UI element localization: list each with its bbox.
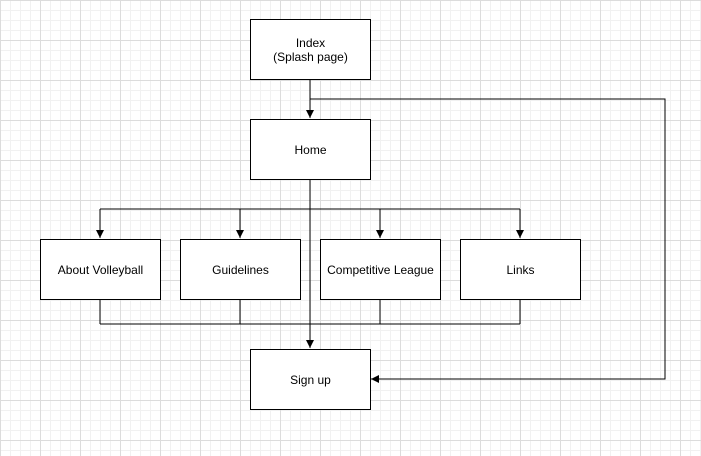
node-sign-up-label: Sign up [290,372,331,387]
node-sign-up[interactable]: Sign up [250,349,371,410]
node-links[interactable]: Links [460,239,581,300]
node-competitive-league[interactable]: Competitive League [320,239,441,300]
node-index[interactable]: Index (Splash page) [250,19,371,80]
node-home[interactable]: Home [250,119,371,180]
node-about-volleyball[interactable]: About Volleyball [40,239,161,300]
node-links-label: Links [506,262,535,277]
node-index-label: Index (Splash page) [273,35,348,64]
node-home-label: Home [294,142,327,157]
node-guidelines[interactable]: Guidelines [180,239,301,300]
edge-index-to-signup [310,98,666,383]
node-about-volleyball-label: About Volleyball [57,262,144,277]
node-guidelines-label: Guidelines [212,262,269,277]
node-competitive-league-label: Competitive League [327,262,434,277]
